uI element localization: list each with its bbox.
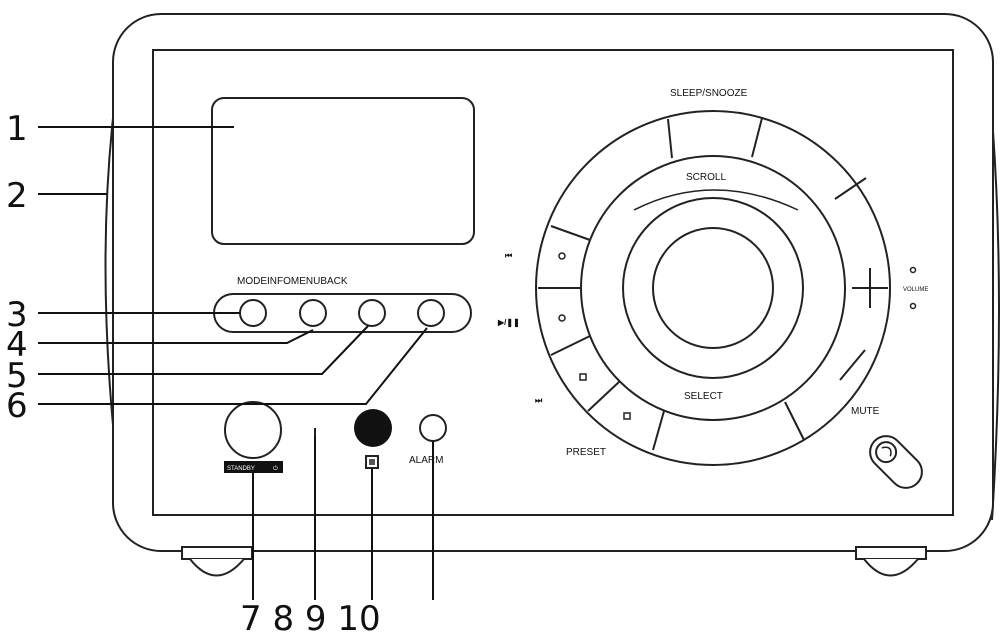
preset-dot-1[interactable] (558, 252, 566, 260)
scroll-label: SCROLL (686, 172, 726, 183)
standby-label: STANDBY (227, 466, 255, 472)
select-label: SELECT (684, 391, 723, 402)
mode-button[interactable] (239, 299, 267, 327)
lcd-display (211, 97, 475, 245)
right-foot (855, 546, 927, 577)
callout-number-6: 6 (6, 386, 28, 426)
play-pause-icon: ▶/❚❚ (497, 318, 520, 328)
preset-dot-2[interactable] (558, 314, 566, 322)
previous-track-icon: ⏮ (505, 251, 512, 260)
right-side-panel (991, 117, 1000, 521)
left-side-panel (104, 117, 114, 426)
callout-number-3: 3 (6, 295, 28, 335)
callout-line-5 (38, 325, 369, 375)
alarm-label: ALARM (409, 455, 443, 466)
next-track-icon: ⏭ (535, 396, 543, 405)
aux-in-indicator-inner (369, 459, 375, 465)
callout-numbers-bottom: 7 8 9 10 (240, 599, 381, 639)
left-foot (181, 546, 253, 577)
button-row-label: MODEINFOMENUBACK (237, 276, 348, 287)
preset-label: PRESET (566, 447, 606, 458)
power-icon: ⏻ (273, 465, 278, 472)
volume-minus-mark (839, 349, 866, 381)
select-knob[interactable] (652, 227, 774, 349)
info-button[interactable] (299, 299, 327, 327)
callout-number-1: 1 (6, 109, 28, 149)
scroll-arc (633, 189, 799, 211)
standby-badge (224, 461, 283, 473)
callout-line-4 (38, 329, 314, 344)
callout-line-6 (38, 327, 428, 405)
volume-dot-down (909, 302, 917, 310)
mute-label: MUTE (851, 406, 880, 417)
alarm-button[interactable] (419, 414, 447, 442)
callout-number-4: 4 (6, 325, 28, 365)
sleep-snooze-label: SLEEP/SNOOZE (670, 88, 748, 99)
headphone-icon[interactable] (863, 429, 928, 494)
volume-dot-up (909, 266, 917, 274)
callout-number-5: 5 (6, 356, 28, 396)
standby-button[interactable] (224, 401, 282, 459)
menu-button[interactable] (358, 299, 386, 327)
back-button[interactable] (417, 299, 445, 327)
aux-in-jack[interactable] (354, 409, 392, 447)
volume-label: VOLUME (903, 287, 928, 293)
callout-number-2: 2 (6, 176, 28, 216)
preset-dot-3[interactable] (579, 373, 587, 381)
preset-dot-4[interactable] (623, 412, 631, 420)
